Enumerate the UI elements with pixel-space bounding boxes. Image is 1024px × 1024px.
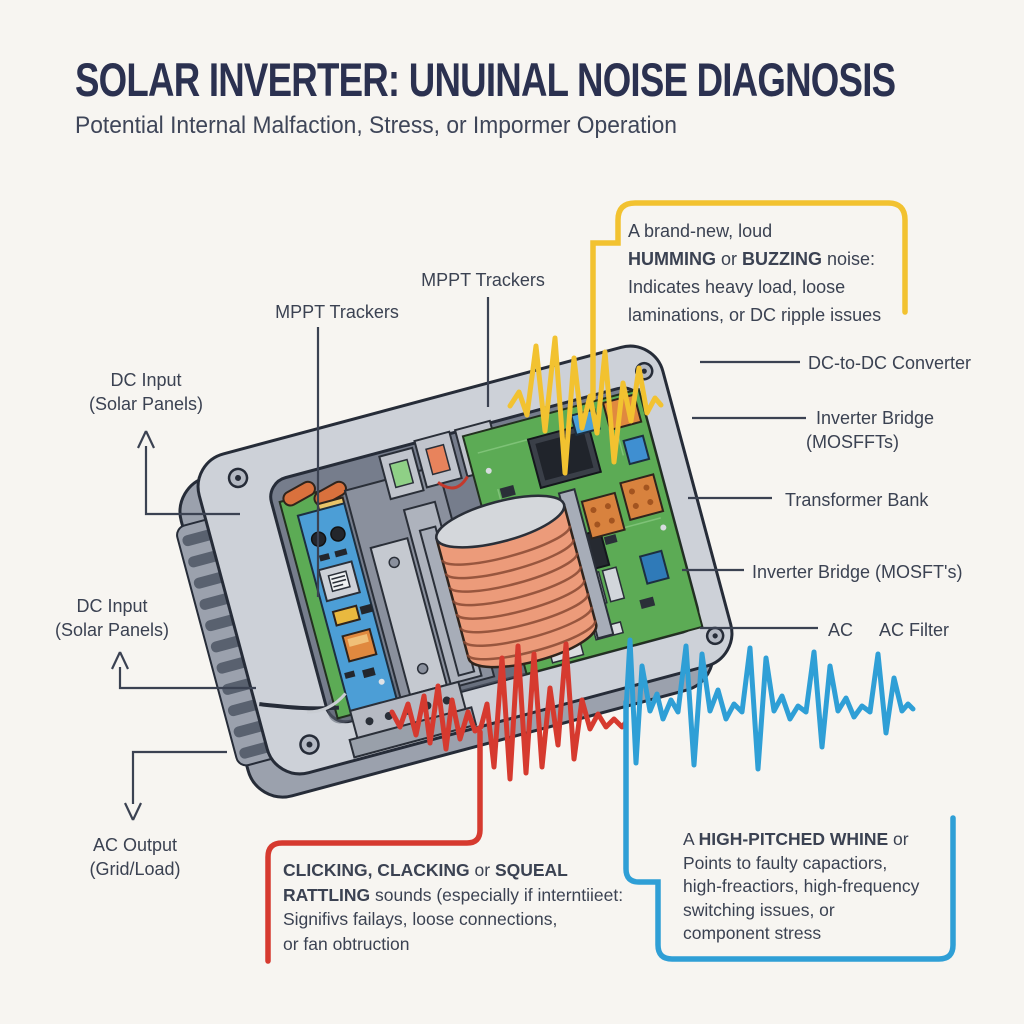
dc-input-top-line: [144, 446, 240, 516]
dc-input-bottom-arrow: [111, 651, 129, 670]
label-dc-to-dc: DC-to-DC Converter: [808, 353, 972, 373]
ac-output-line: [131, 750, 227, 804]
label-ac-output: AC Output (Grid/Load): [89, 835, 181, 879]
label-lines: [111, 297, 818, 821]
dc-input-top-arrow: [137, 430, 155, 449]
label-mppt-left: MPPT Trackers: [275, 302, 399, 322]
label-dc-input-top: DC Input (Solar Panels): [88, 370, 204, 414]
label-transformer-bank: Transformer Bank: [785, 490, 929, 510]
mppt-board-blue: [296, 502, 399, 716]
screw-icon: [227, 361, 725, 755]
red-waveform: [389, 641, 629, 782]
inverter-device: [176, 344, 734, 799]
whine-callout-outline: [623, 699, 956, 962]
rattling-callout-text: CLICKING, CLACKING or SQUEAL RATTLING so…: [283, 860, 624, 954]
page-title: SOLAR INVERTER: UNUINAL NOISE DIAGNOSIS: [75, 53, 896, 106]
label-inverter-bridge-bottom: Inverter Bridge (MOSFT's): [752, 562, 963, 582]
rattling-callout-outline: [265, 729, 483, 964]
yellow-waveform: [507, 335, 664, 476]
label-inverter-bridge-top: Inverter Bridge (MOSFFTs): [806, 408, 935, 452]
transformer-coil: [418, 488, 615, 677]
whine-callout-text: A HIGH-PITCHED WHINE or Points to faulty…: [683, 829, 920, 943]
blue-waveform: [623, 637, 916, 772]
humming-callout-outline: [590, 200, 908, 401]
ac-output-arrow: [124, 802, 142, 821]
humming-callout-text: A brand-new, loud HUMMING or BUZZING noi…: [628, 221, 882, 325]
label-dc-input-bottom: DC Input (Solar Panels): [54, 596, 170, 640]
dc-input-bottom-line: [118, 667, 256, 690]
label-mppt-right: MPPT Trackers: [421, 270, 545, 290]
page-subtitle: Potential Internal Malfaction, Stress, o…: [75, 112, 677, 139]
